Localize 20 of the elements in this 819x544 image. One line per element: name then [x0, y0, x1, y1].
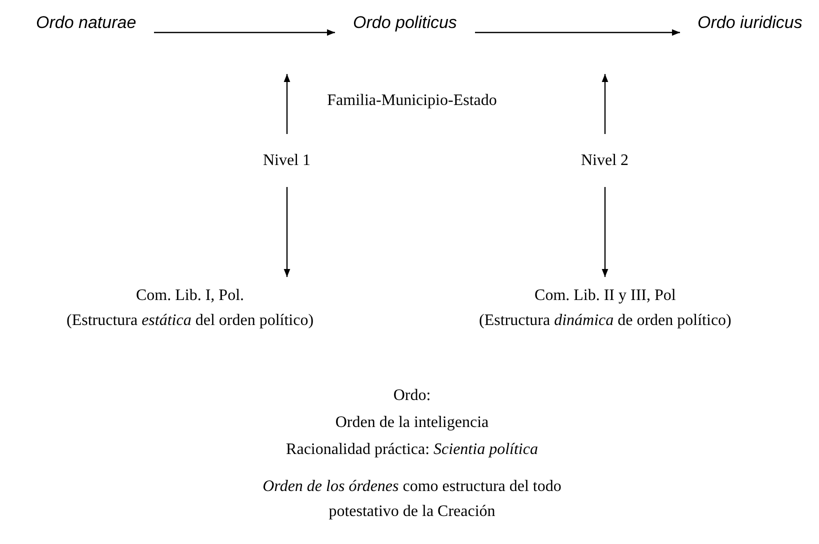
arrow [284, 187, 290, 277]
level-label: Nivel 1 [263, 148, 311, 173]
heading-text: Ordo naturae [36, 10, 136, 35]
heading-text: Ordo politicus [353, 10, 457, 35]
note-text: Ordo: [392, 386, 432, 406]
arrow [602, 74, 608, 134]
note-text: Orden de los órdenes como estructura del todo potestativo de la Creación [262, 477, 562, 522]
heading-text: Ordo iuridicus [698, 10, 802, 35]
reference-text: Com. Lib. II y III, Pol [534, 286, 677, 306]
level-label: Nivel 2 [581, 148, 629, 173]
arrow [602, 187, 608, 277]
note-text: Familia-Municipio-Estado [326, 91, 498, 111]
reference-text: Com. Lib. I, Pol. [135, 286, 246, 306]
description-text: (Estructura dinámica de orden político) [479, 311, 732, 331]
arrow [284, 74, 290, 134]
arrow [475, 29, 680, 36]
arrow [154, 29, 335, 36]
note-text: Racionalidad práctica: Scientia política [285, 440, 539, 460]
description-text: (Estructura estática del orden político) [66, 311, 314, 331]
note-text: Orden de la inteligencia [334, 413, 490, 433]
